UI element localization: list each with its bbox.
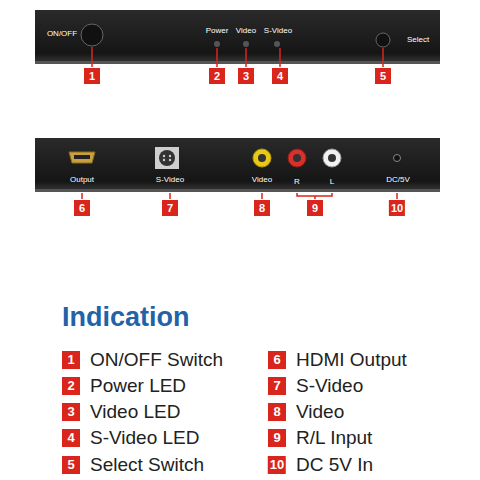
panel-label: R [294,178,300,186]
front-panel [35,10,440,64]
panel-label: Output [70,176,94,184]
callout-number: 4 [272,68,288,84]
panel-label: L [330,178,334,186]
part-description: Power LED [90,376,186,397]
callout-number: 10 [268,456,286,474]
part-description: S-Video LED [90,428,200,449]
callout-number: 10 [389,200,405,216]
leader-lines [82,193,397,199]
callout-number: 6 [74,200,90,216]
callout-number: 5 [375,68,391,84]
part-description: R/L Input [296,428,372,449]
part-description: Video [296,402,344,423]
list-heading: Indication [62,303,190,333]
panel-label: ON/OFF [47,30,77,38]
part-description: Select Switch [90,455,204,476]
panel-label: Select [407,36,429,44]
callout-number: 3 [238,68,254,84]
device-panel: ON/OFF Power Video S-VideoSelect [35,10,440,64]
part-description: DC 5V In [296,455,373,476]
callout-number: 8 [268,403,286,421]
panel-label: S-Video [156,176,184,184]
device-panel: Output S-Video Video R L DC/5V [35,138,440,192]
callout-number: 5 [62,456,80,474]
callout-number: 1 [84,68,100,84]
panel-label: Video [236,27,256,35]
callout-number: 7 [268,377,286,395]
callout-number: 1 [62,351,80,369]
back-panel [35,138,440,192]
callout-number: 8 [254,200,270,216]
callout-number: 6 [268,351,286,369]
part-description: HDMI Output [296,350,407,371]
panel-label: DC/5V [386,176,410,184]
callout-number: 9 [307,200,323,216]
callout-number: 4 [62,429,80,447]
panel-label: Power [206,27,229,35]
callout-number: 2 [209,68,225,84]
callout-number: 2 [62,377,80,395]
callout-number: 3 [62,403,80,421]
part-description: S-Video [296,376,363,397]
part-description: Video LED [90,402,181,423]
callout-number: 7 [162,200,178,216]
leader-lines [92,47,383,67]
callout-number: 9 [268,429,286,447]
panel-label: S-Video [264,27,292,35]
part-description: ON/OFF Switch [90,350,223,371]
panel-label: Video [252,176,272,184]
